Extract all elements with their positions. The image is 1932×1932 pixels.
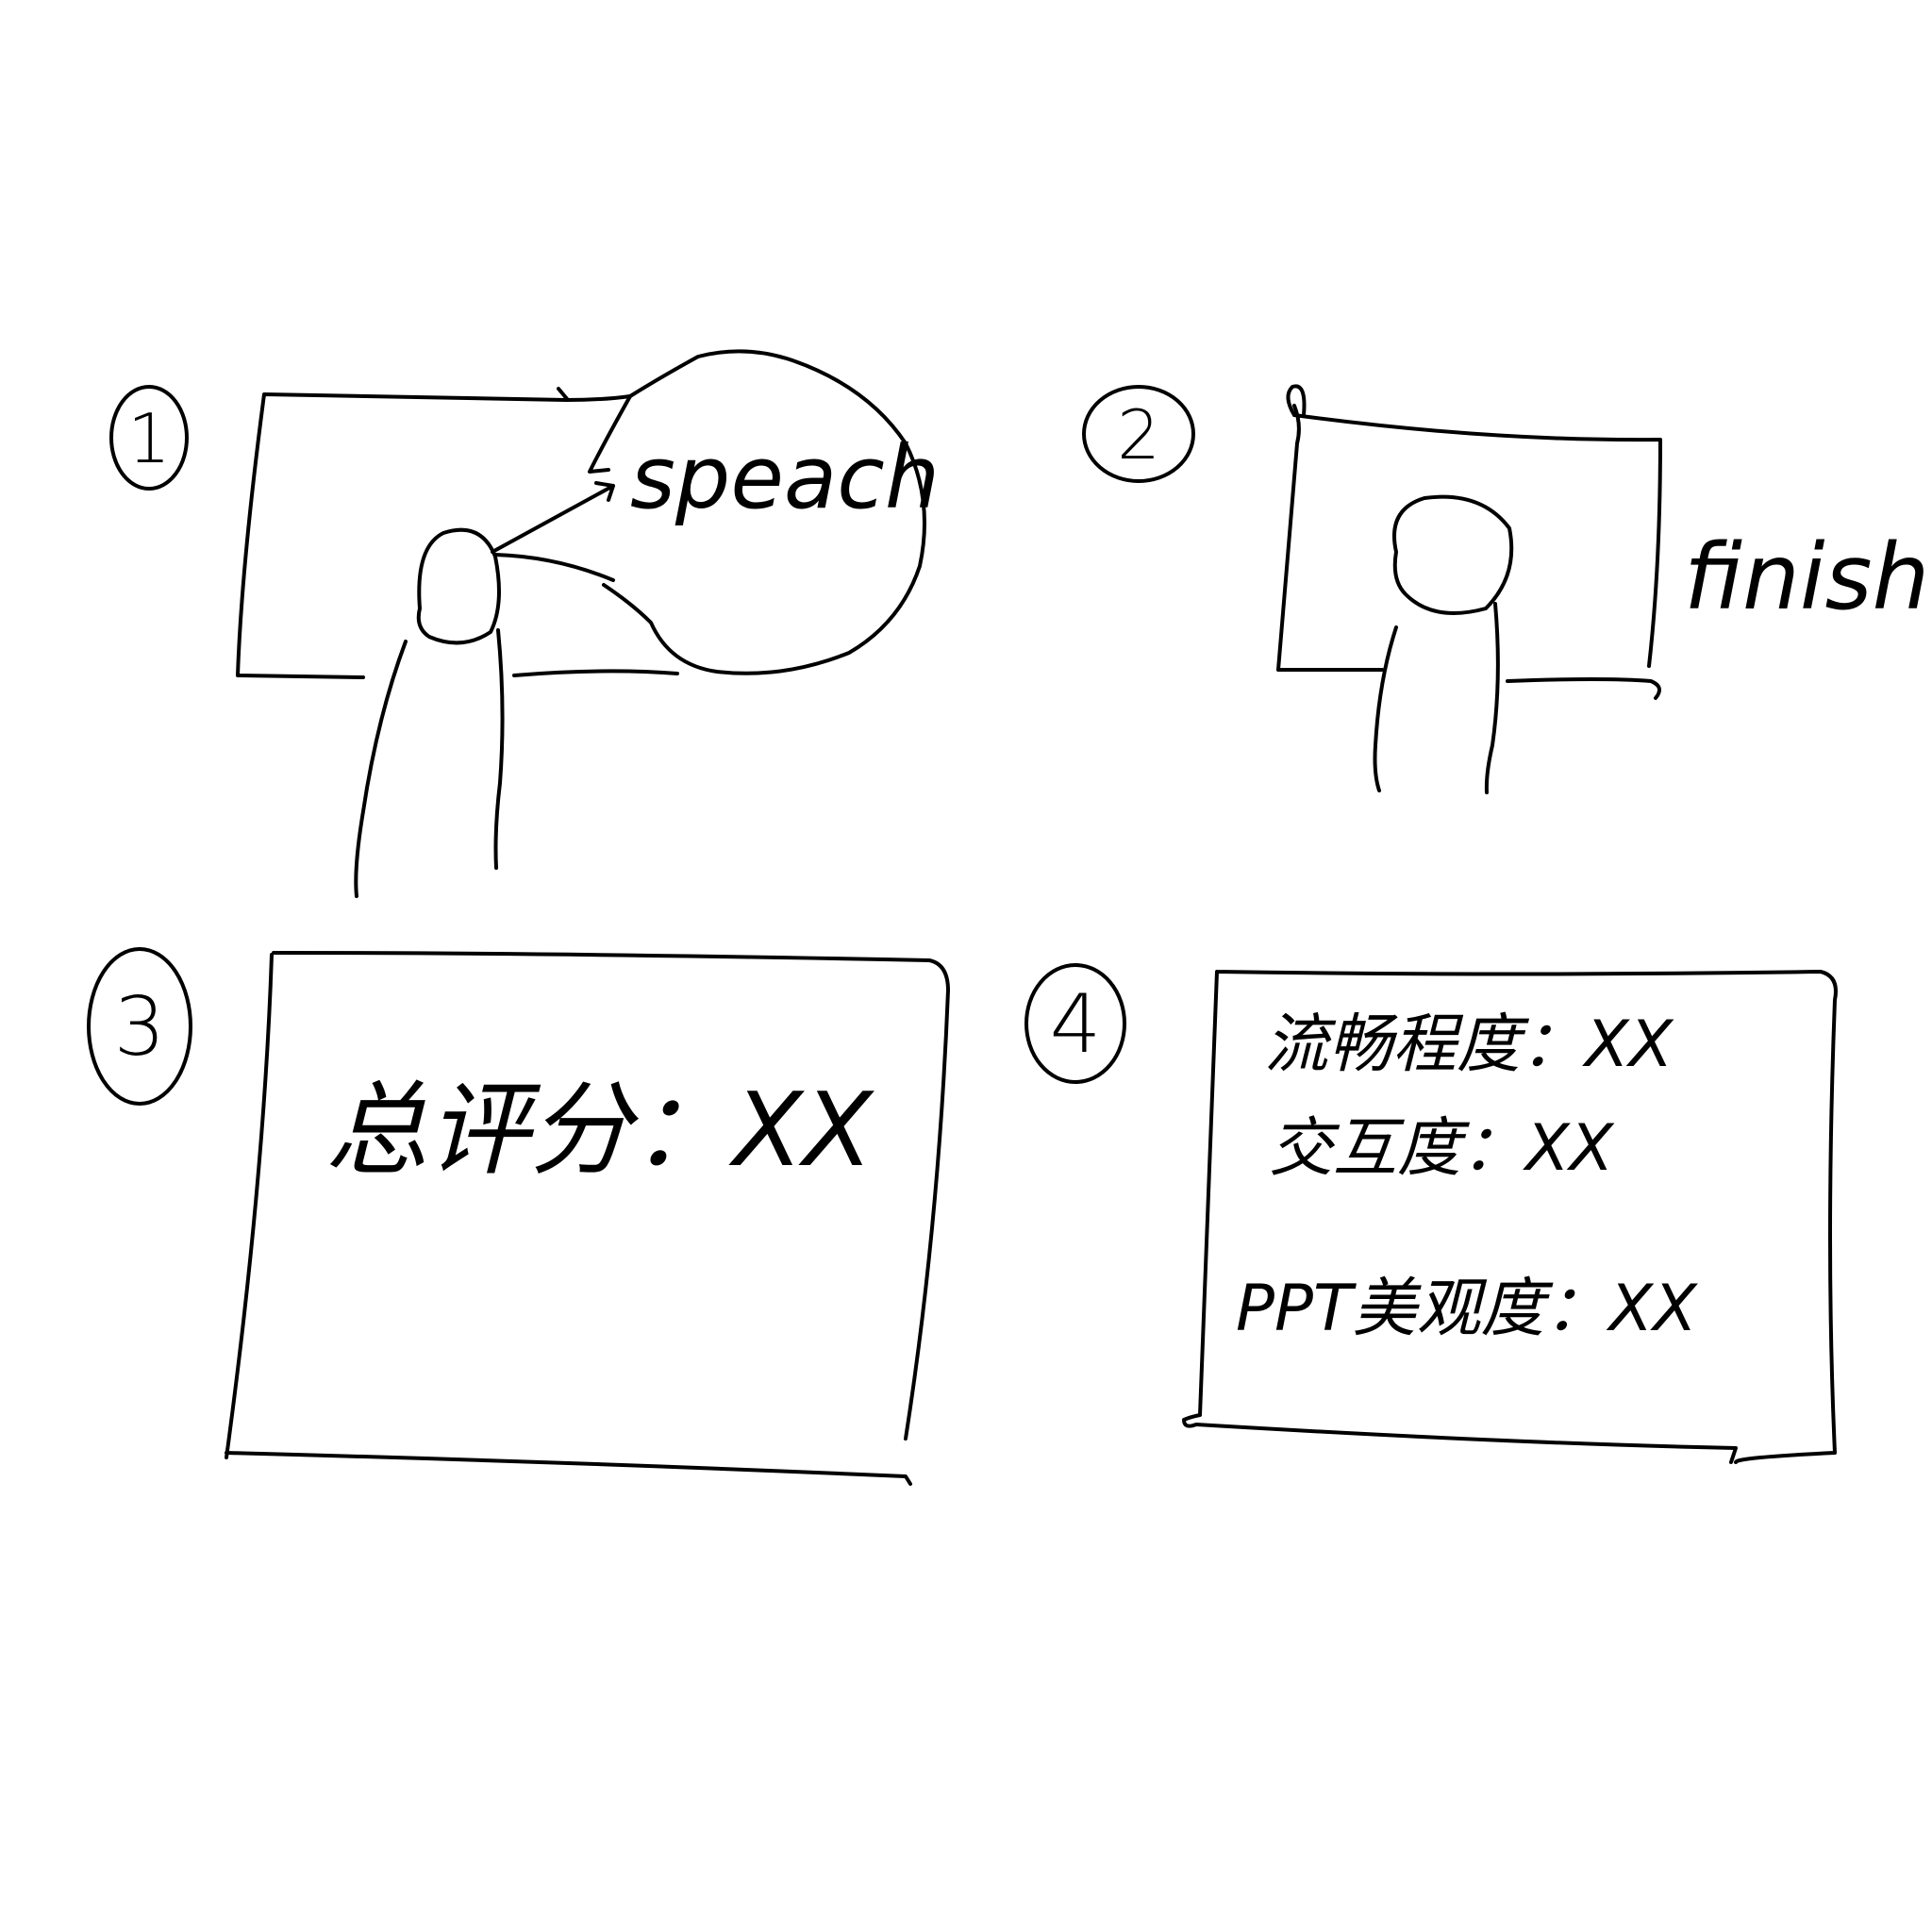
metric-interaction: 交互度：XX xyxy=(1269,1111,1615,1186)
panel-4: 4 流畅程度：XX 交互度：XX PPT美观度：XX xyxy=(1024,963,1838,1464)
presenter-head xyxy=(1392,494,1514,615)
finish-label: finish xyxy=(1684,525,1929,630)
presenter-arm xyxy=(493,553,615,582)
panel-number-badge-1: 1 xyxy=(109,385,189,491)
presentation-screen-bottom xyxy=(512,669,679,677)
metric-ppt-aesthetics: PPT美观度：XX xyxy=(1236,1272,1698,1346)
number-circle xyxy=(87,947,192,1106)
panel-number: 1 xyxy=(127,399,171,478)
speech-bubble-tail xyxy=(588,394,632,474)
presenter-body xyxy=(1373,602,1500,794)
panel-number: 4 xyxy=(1050,977,1102,1072)
panel-number-badge-2: 2 xyxy=(1082,385,1195,483)
presenter-body xyxy=(354,628,505,898)
speech-bubble-text: speach xyxy=(630,427,940,528)
panel-number-badge-3: 3 xyxy=(87,947,192,1106)
screen-tick xyxy=(557,387,570,402)
panel-number: 3 xyxy=(114,980,166,1074)
metrics-frame xyxy=(1182,970,1838,1464)
number-circle xyxy=(1024,963,1126,1084)
presentation-screen xyxy=(236,392,632,679)
panel-2: 2 finish xyxy=(1082,384,1929,794)
total-score-text: 总评分：XX xyxy=(325,1072,874,1190)
metric-fluency: 流畅程度：XX xyxy=(1264,1008,1674,1082)
number-circle xyxy=(109,385,189,491)
score-frame xyxy=(225,951,950,1486)
presenter-figure xyxy=(354,527,615,898)
panel-number: 2 xyxy=(1117,395,1160,475)
speech-bubble xyxy=(602,349,926,675)
presenter-head xyxy=(416,527,501,645)
presenter-figure xyxy=(1373,494,1514,794)
number-circle xyxy=(1082,385,1195,483)
presentation-screen xyxy=(1276,404,1662,700)
panel-3: 3 总评分：XX xyxy=(87,947,950,1486)
panel-number-badge-4: 4 xyxy=(1024,963,1126,1084)
screen-hook xyxy=(1286,384,1307,417)
panel-1: 1 speach xyxy=(109,349,940,898)
pointer-arrow xyxy=(491,481,615,554)
